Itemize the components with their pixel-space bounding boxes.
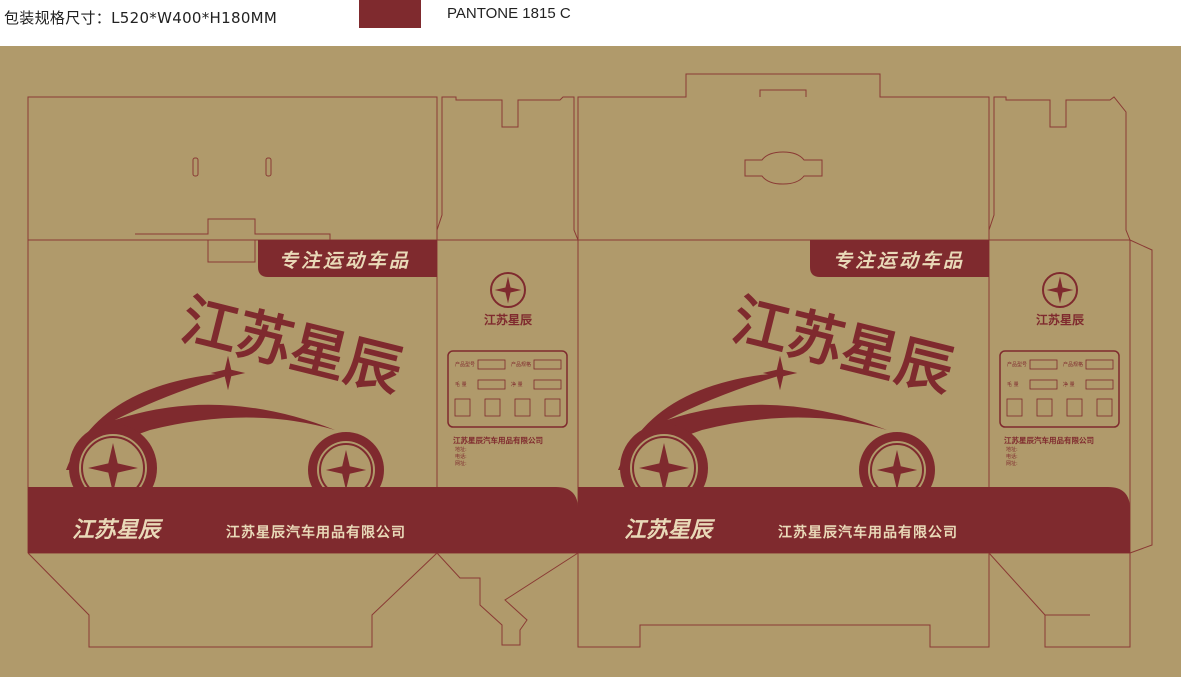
front-company: 江苏星辰汽车用品有限公司 <box>226 524 406 541</box>
pantone-color-swatch <box>359 0 421 28</box>
side1-field-1: 产品规格 <box>511 361 531 368</box>
side2-info-1: 电话: <box>1006 453 1018 460</box>
side2-field-3: 净 量 <box>1063 381 1075 388</box>
side2-company: 江苏星辰汽车用品有限公司 <box>1004 435 1094 445</box>
header-bar: 包装规格尺寸：L520*W400*H180MM PANTONE 1815 C <box>0 0 1181 46</box>
front-brand-small: 江苏星辰 <box>72 518 164 543</box>
dieline-sheet: 专注运动车品 江苏星辰 江苏星辰 江苏星辰汽车用品有限公司 江苏星辰 产品型号 … <box>0 46 1181 677</box>
side2-info-0: 地址: <box>1006 446 1018 453</box>
back-company: 江苏星辰汽车用品有限公司 <box>778 524 958 541</box>
side-panel-2: 江苏星辰 产品型号 产品规格 毛 量 净 量 江苏星辰汽车用品有限公司 地址: … <box>989 272 1130 553</box>
back-brand-small: 江苏星辰 <box>624 518 716 543</box>
front-slogan: 专注运动车品 <box>279 250 411 272</box>
side2-field-2: 毛 量 <box>1007 381 1019 388</box>
side2-field-0: 产品型号 <box>1007 361 1027 368</box>
side2-info-2: 网址: <box>1006 460 1018 467</box>
side1-field-3: 净 量 <box>511 381 523 388</box>
side1-info-2: 网址: <box>455 460 467 467</box>
back-slogan: 专注运动车品 <box>833 250 965 272</box>
side1-company: 江苏星辰汽车用品有限公司 <box>453 435 543 445</box>
side2-logo-text: 江苏星辰 <box>1036 312 1084 327</box>
side1-logo-text: 江苏星辰 <box>484 312 532 327</box>
dimension-spec-label: 包装规格尺寸：L520*W400*H180MM <box>4 9 278 27</box>
side-panel-1: 江苏星辰 产品型号 产品规格 毛 量 净 量 江苏星辰汽车用品有限公司 地址: … <box>437 272 578 553</box>
side1-info-1: 电话: <box>455 453 467 460</box>
side2-field-1: 产品规格 <box>1063 361 1083 368</box>
pantone-label: PANTONE 1815 C <box>447 5 571 22</box>
side1-field-2: 毛 量 <box>455 381 467 388</box>
side1-info-0: 地址: <box>455 446 467 453</box>
kraft-background <box>0 46 1181 677</box>
side1-field-0: 产品型号 <box>455 361 475 368</box>
